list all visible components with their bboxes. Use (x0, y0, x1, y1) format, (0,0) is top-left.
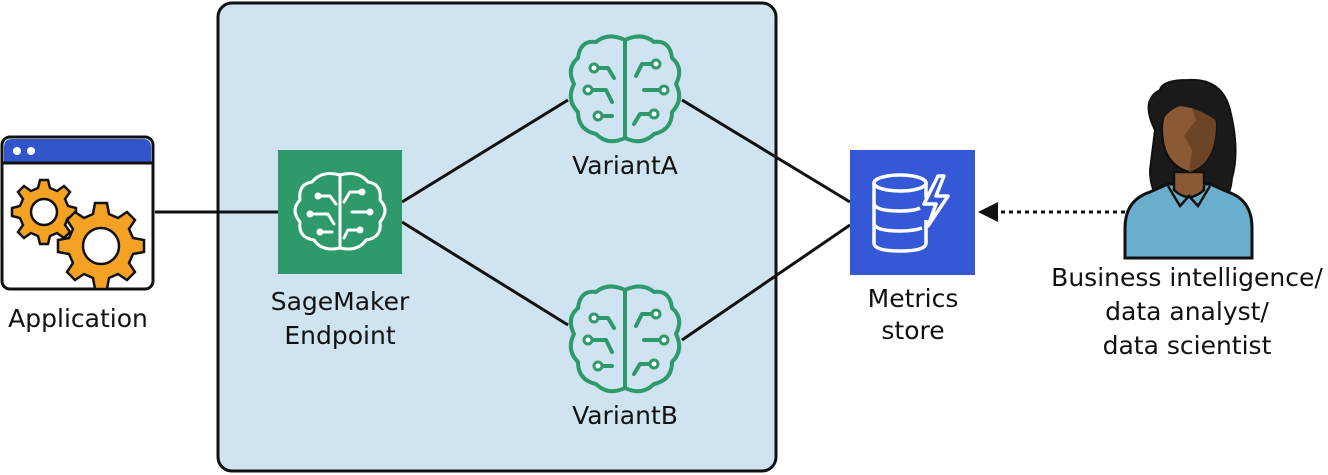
metrics-label-line2: store (881, 316, 944, 345)
person-icon (1123, 78, 1254, 260)
analyst-label-line3: data scientist (1103, 331, 1272, 360)
variant-b-label: VariantB (572, 401, 678, 430)
connectors (155, 98, 851, 342)
connector-varianta-metrics (681, 98, 851, 204)
variant-a-brain-icon[interactable] (568, 34, 682, 144)
analyst-label-line2: data analyst/ (1105, 297, 1269, 326)
sagemaker-brain-icon[interactable] (278, 150, 402, 274)
endpoint-label-line1: SageMaker (271, 287, 410, 316)
application-gears-icon (0, 135, 155, 291)
database-lightning-icon[interactable] (850, 150, 975, 275)
variant-b-brain-icon[interactable] (568, 284, 682, 394)
variant-a-label: VariantA (572, 151, 678, 180)
metrics-label-line1: Metrics (868, 284, 959, 313)
connector-endpoint-varianta (401, 98, 569, 204)
arrowhead (978, 202, 998, 222)
analyst-to-metrics-arrow (978, 202, 1125, 222)
endpoint-label-line2: Endpoint (284, 321, 395, 350)
analyst-label-line1: Business intelligence/ (1051, 263, 1323, 292)
connector-variantb-metrics (681, 223, 851, 342)
application-label: Application (8, 304, 148, 333)
connector-endpoint-variantb (401, 220, 569, 327)
